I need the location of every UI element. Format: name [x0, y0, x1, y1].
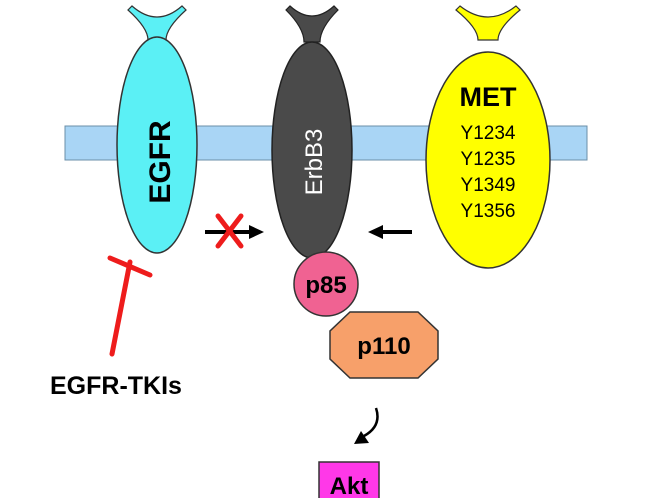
p85-circle: [293, 251, 359, 317]
egfr-to-erbb3-arrow-head: [249, 225, 264, 239]
arrow-left-icon: [368, 225, 412, 239]
egfr-receptor: EGFR: [116, 5, 198, 254]
erbb3-ligand-cup: [285, 5, 339, 43]
curved-arrow-down-icon: [354, 407, 379, 444]
erbb3-receptor: ErbB3: [271, 5, 353, 259]
met-site-4: Y1356: [461, 201, 516, 222]
met-site-2: Y1235: [461, 149, 516, 170]
p85-node: p85: [293, 251, 359, 317]
erbb3-label: ErbB3: [301, 129, 328, 196]
egfr-tkis-label: EGFR-TKIs: [50, 372, 182, 400]
met-site-1: Y1234: [461, 123, 516, 144]
egfr-label: EGFR: [144, 120, 177, 204]
p110-label: p110: [357, 333, 410, 360]
egfr-body: [116, 36, 198, 254]
inhibitor-symbol: [107, 255, 153, 357]
akt-label: Akt: [330, 473, 369, 498]
cross-icon: [215, 213, 244, 249]
akt-box: [318, 461, 380, 498]
met-ligand-cup: [455, 5, 521, 41]
met-label: MET: [460, 82, 518, 112]
akt-node: Akt: [318, 461, 380, 498]
inhibitor-shaft: [109, 259, 133, 357]
p110-octagon: [329, 311, 439, 379]
p85-label: p85: [305, 272, 346, 299]
met-site-3: Y1349: [461, 175, 516, 196]
met-receptor: MET Y1234 Y1235 Y1349 Y1356: [425, 5, 551, 269]
p110-node: p110: [329, 311, 439, 379]
blocked-signal: [205, 213, 264, 249]
egfr-ligand-cup: [127, 5, 187, 41]
met-body: [425, 51, 551, 269]
inhibitor-bar: [107, 255, 153, 278]
